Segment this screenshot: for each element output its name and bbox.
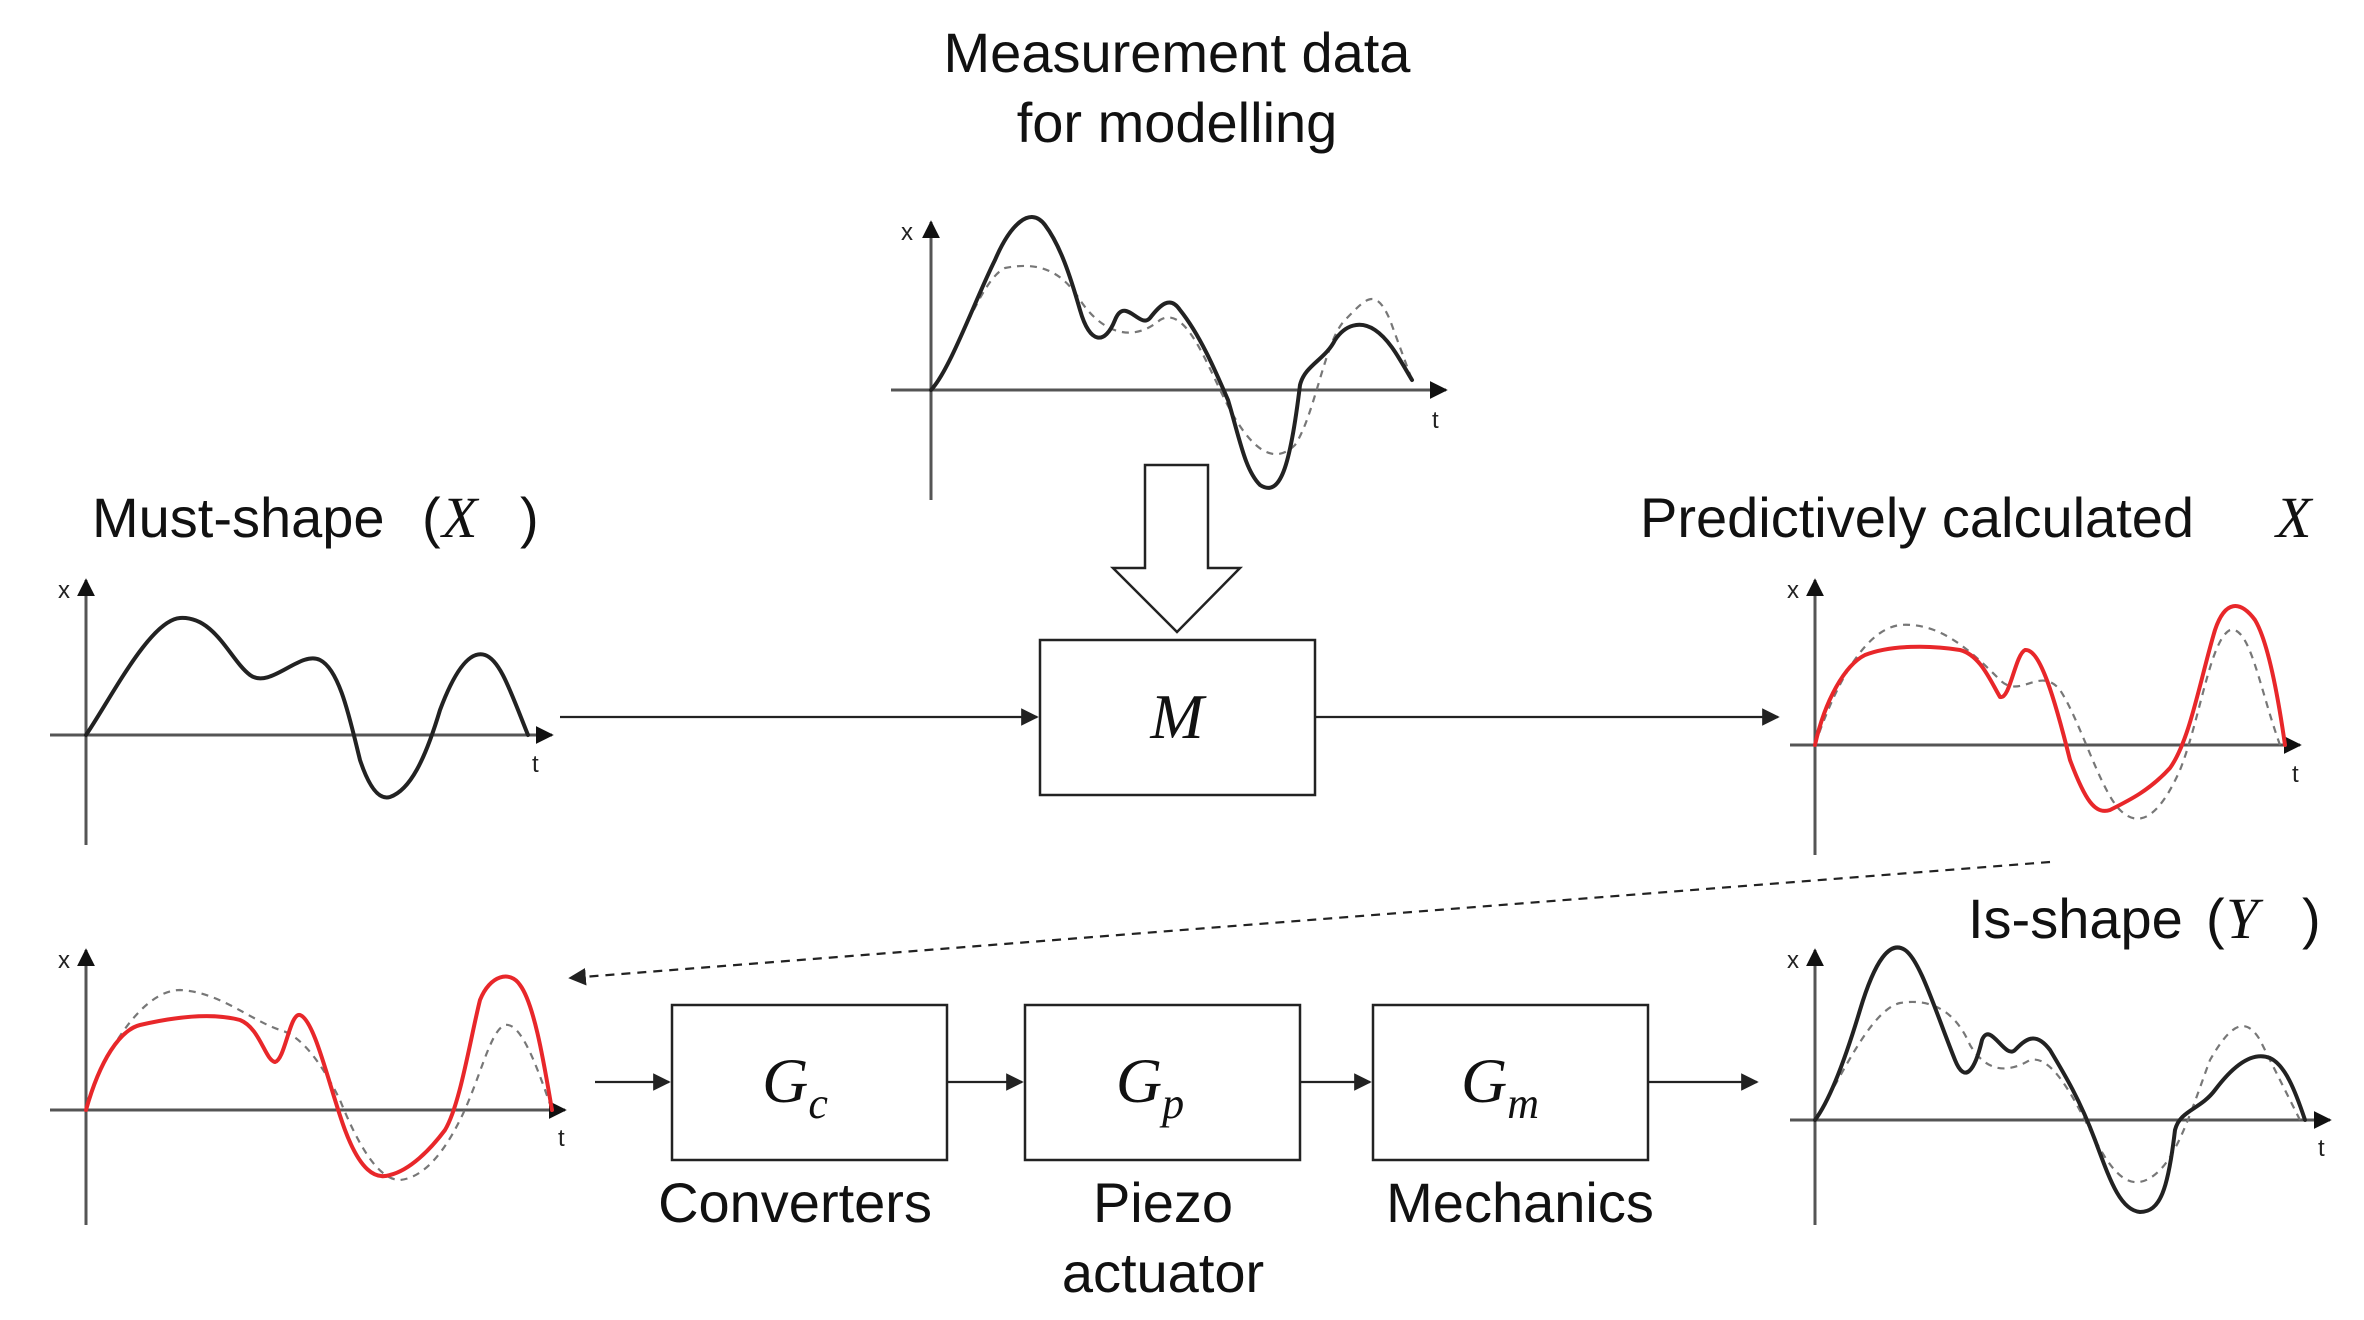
piezo-subscript: p — [1159, 1079, 1184, 1128]
is-shape-symbol: Y — [2226, 886, 2264, 951]
plot-is-shape: x t — [1787, 945, 2332, 1225]
piezo-block-box — [1023, 1003, 1302, 1162]
predictive-label: Predictively calculated — [1640, 486, 2194, 549]
converters-block: Gc Converters — [658, 1003, 949, 1234]
plot-measurement-dashed-curve — [930, 264, 1414, 456]
plot-input: x t — [50, 947, 567, 1225]
must-shape-label: Must-shape — [92, 486, 385, 549]
is-shape-close-paren: ) — [2302, 887, 2321, 950]
plot-measurement-black-curve — [929, 215, 1414, 490]
plot-input-red-curve — [84, 974, 554, 1179]
plot-measurement-x-letter: x — [901, 219, 913, 246]
plot-predictive-x-letter: x — [1787, 577, 1799, 604]
plot-input-t-letter: t — [558, 1125, 565, 1152]
piezo-label-line2: actuator — [1062, 1241, 1264, 1304]
svg-text:Gp: Gp — [1116, 1045, 1184, 1128]
svg-text:Gc: Gc — [762, 1045, 828, 1128]
piezo-label-line1: Piezo — [1093, 1171, 1233, 1234]
plot-is-shape-x-letter: x — [1787, 947, 1799, 974]
must-shape-title: Must-shape ( X ) — [92, 485, 539, 550]
measurement-title-line2: for modelling — [1017, 91, 1338, 154]
must-shape-symbol: X — [440, 485, 480, 550]
piezo-block: Gp Piezo actuator — [1023, 1003, 1302, 1304]
model-block-box — [1038, 638, 1317, 797]
is-shape-title: Is-shape ( Y ) — [1968, 886, 2321, 951]
mechanics-block-box — [1371, 1003, 1650, 1162]
plot-is-shape-dashed-curve — [1814, 1000, 2301, 1184]
mechanics-symbol: G — [1461, 1045, 1507, 1116]
plot-input-dashed-curve — [84, 988, 554, 1182]
model-block-symbol: M — [1149, 681, 1207, 752]
plot-is-shape-t-letter: t — [2318, 1135, 2325, 1162]
model-block: M — [1038, 638, 1317, 797]
piezo-symbol: G — [1116, 1045, 1162, 1116]
hollow-down-arrow — [1109, 463, 1243, 634]
plot-measurement-t-letter: t — [1432, 407, 1439, 434]
predictive-symbol: X — [2274, 485, 2314, 550]
plot-predictive-t-letter: t — [2292, 761, 2299, 788]
plot-must-shape-curve — [84, 615, 530, 800]
plot-input-x-letter: x — [58, 947, 70, 974]
plot-must-shape: x t — [50, 577, 554, 845]
mechanics-subscript: m — [1507, 1079, 1539, 1128]
converters-block-box — [670, 1003, 949, 1162]
plot-must-shape-t-letter: t — [532, 751, 539, 778]
converters-subscript: c — [808, 1079, 828, 1128]
plot-predictive: x t — [1787, 577, 2302, 855]
converters-symbol: G — [762, 1045, 808, 1116]
plot-predictive-red-curve — [1813, 604, 2287, 813]
predictive-title: Predictively calculated X — [1640, 485, 2314, 550]
must-shape-open-paren: ( — [422, 486, 441, 549]
dashed-arrow-predictive-to-input — [568, 860, 2051, 986]
plot-is-shape-black-curve — [1813, 945, 2307, 1214]
measurement-title-line1: Measurement data — [944, 21, 1412, 84]
must-shape-close-paren: ) — [520, 486, 539, 549]
plot-measurement: x t — [891, 215, 1448, 500]
converters-label: Converters — [658, 1171, 932, 1234]
plot-predictive-dashed-curve — [1813, 623, 2282, 820]
is-shape-label: Is-shape — [1968, 887, 2183, 950]
plot-must-shape-x-letter: x — [58, 577, 70, 604]
mechanics-label: Mechanics — [1386, 1171, 1654, 1234]
mechanics-block: Gm Mechanics — [1371, 1003, 1654, 1234]
svg-text:Gm: Gm — [1461, 1045, 1539, 1128]
is-shape-open-paren: ( — [2206, 887, 2225, 950]
